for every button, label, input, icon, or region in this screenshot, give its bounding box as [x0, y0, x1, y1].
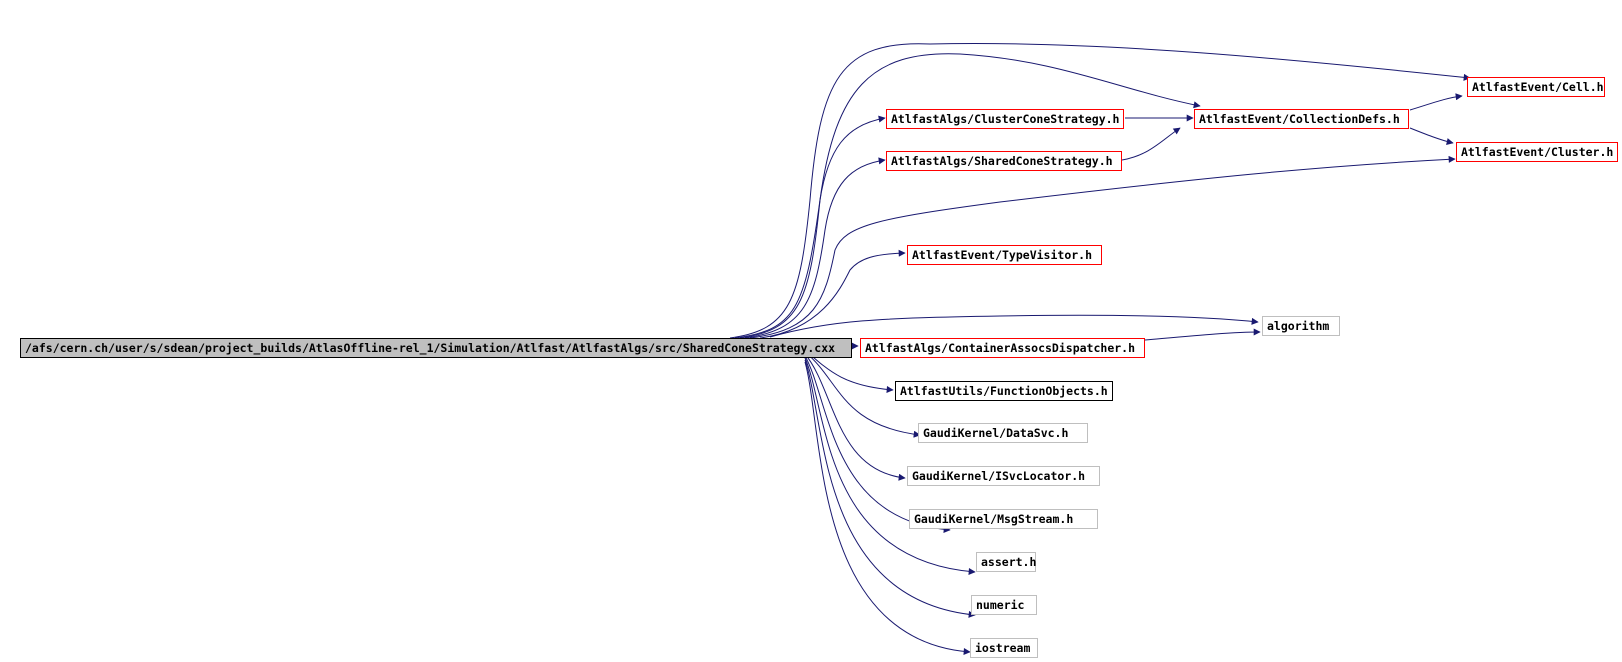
- edge-root-to-numeric: [804, 359, 976, 618]
- edge-collectiondefs-to-cluster: [1409, 127, 1454, 145]
- isvclocator-header-node[interactable]: GaudiKernel/ISvcLocator.h: [907, 466, 1100, 486]
- cluster-header-node[interactable]: AtlfastEvent/Cluster.h: [1456, 142, 1618, 162]
- containerassocsdispatcher-header-node[interactable]: AtlfastAlgs/ContainerAssocsDispatcher.h: [860, 338, 1145, 358]
- edge-root-to-iostream: [804, 361, 971, 656]
- edge-root-to-algorithm: [769, 314, 1259, 338]
- algorithm-header-node[interactable]: algorithm: [1262, 316, 1340, 336]
- numeric-header-node[interactable]: numeric: [971, 595, 1037, 615]
- edge-root-to-sharedconestrategy: [744, 157, 886, 339]
- edge-root-to-collectiondefs: [734, 53, 1201, 339]
- edge-containerassocsdispatcher-to-algorithm: [1144, 328, 1261, 341]
- edge-sharedconestrategy-to-collectiondefs: [1121, 127, 1181, 161]
- edge-collectiondefs-to-cell: [1409, 93, 1463, 111]
- sharedconestrategy-header-node[interactable]: AtlfastAlgs/SharedConeStrategy.h: [886, 151, 1122, 171]
- datasvc-header-node[interactable]: GaudiKernel/DataSvc.h: [918, 423, 1088, 443]
- iostream-header-node[interactable]: iostream: [970, 638, 1038, 658]
- typevisitor-header-node[interactable]: AtlfastEvent/TypeVisitor.h: [907, 245, 1102, 265]
- edge-root-to-datasvc: [804, 351, 921, 438]
- collectiondefs-header-node[interactable]: AtlfastEvent/CollectionDefs.h: [1194, 109, 1409, 129]
- edge-root-to-cell: [729, 42, 1471, 339]
- edge-root-to-cluster: [749, 155, 1456, 339]
- root-file-node[interactable]: /afs/cern.ch/user/s/sdean/project_builds…: [20, 338, 852, 358]
- assert-header-node[interactable]: assert.h: [976, 552, 1036, 572]
- clusterconestrategy-header-node[interactable]: AtlfastAlgs/ClusterConeStrategy.h: [886, 109, 1124, 129]
- edge-root-to-assert: [804, 357, 976, 575]
- msgstream-header-node[interactable]: GaudiKernel/MsgStream.h: [909, 509, 1098, 529]
- cell-header-node[interactable]: AtlfastEvent/Cell.h: [1467, 77, 1605, 97]
- edge-root-to-typevisitor: [759, 249, 906, 339]
- edge-root-to-clusterconestrategy: [739, 115, 886, 339]
- functionobjects-header-node[interactable]: AtlfastUtils/FunctionObjects.h: [895, 381, 1113, 401]
- edge-root-to-isvclocator: [804, 353, 906, 481]
